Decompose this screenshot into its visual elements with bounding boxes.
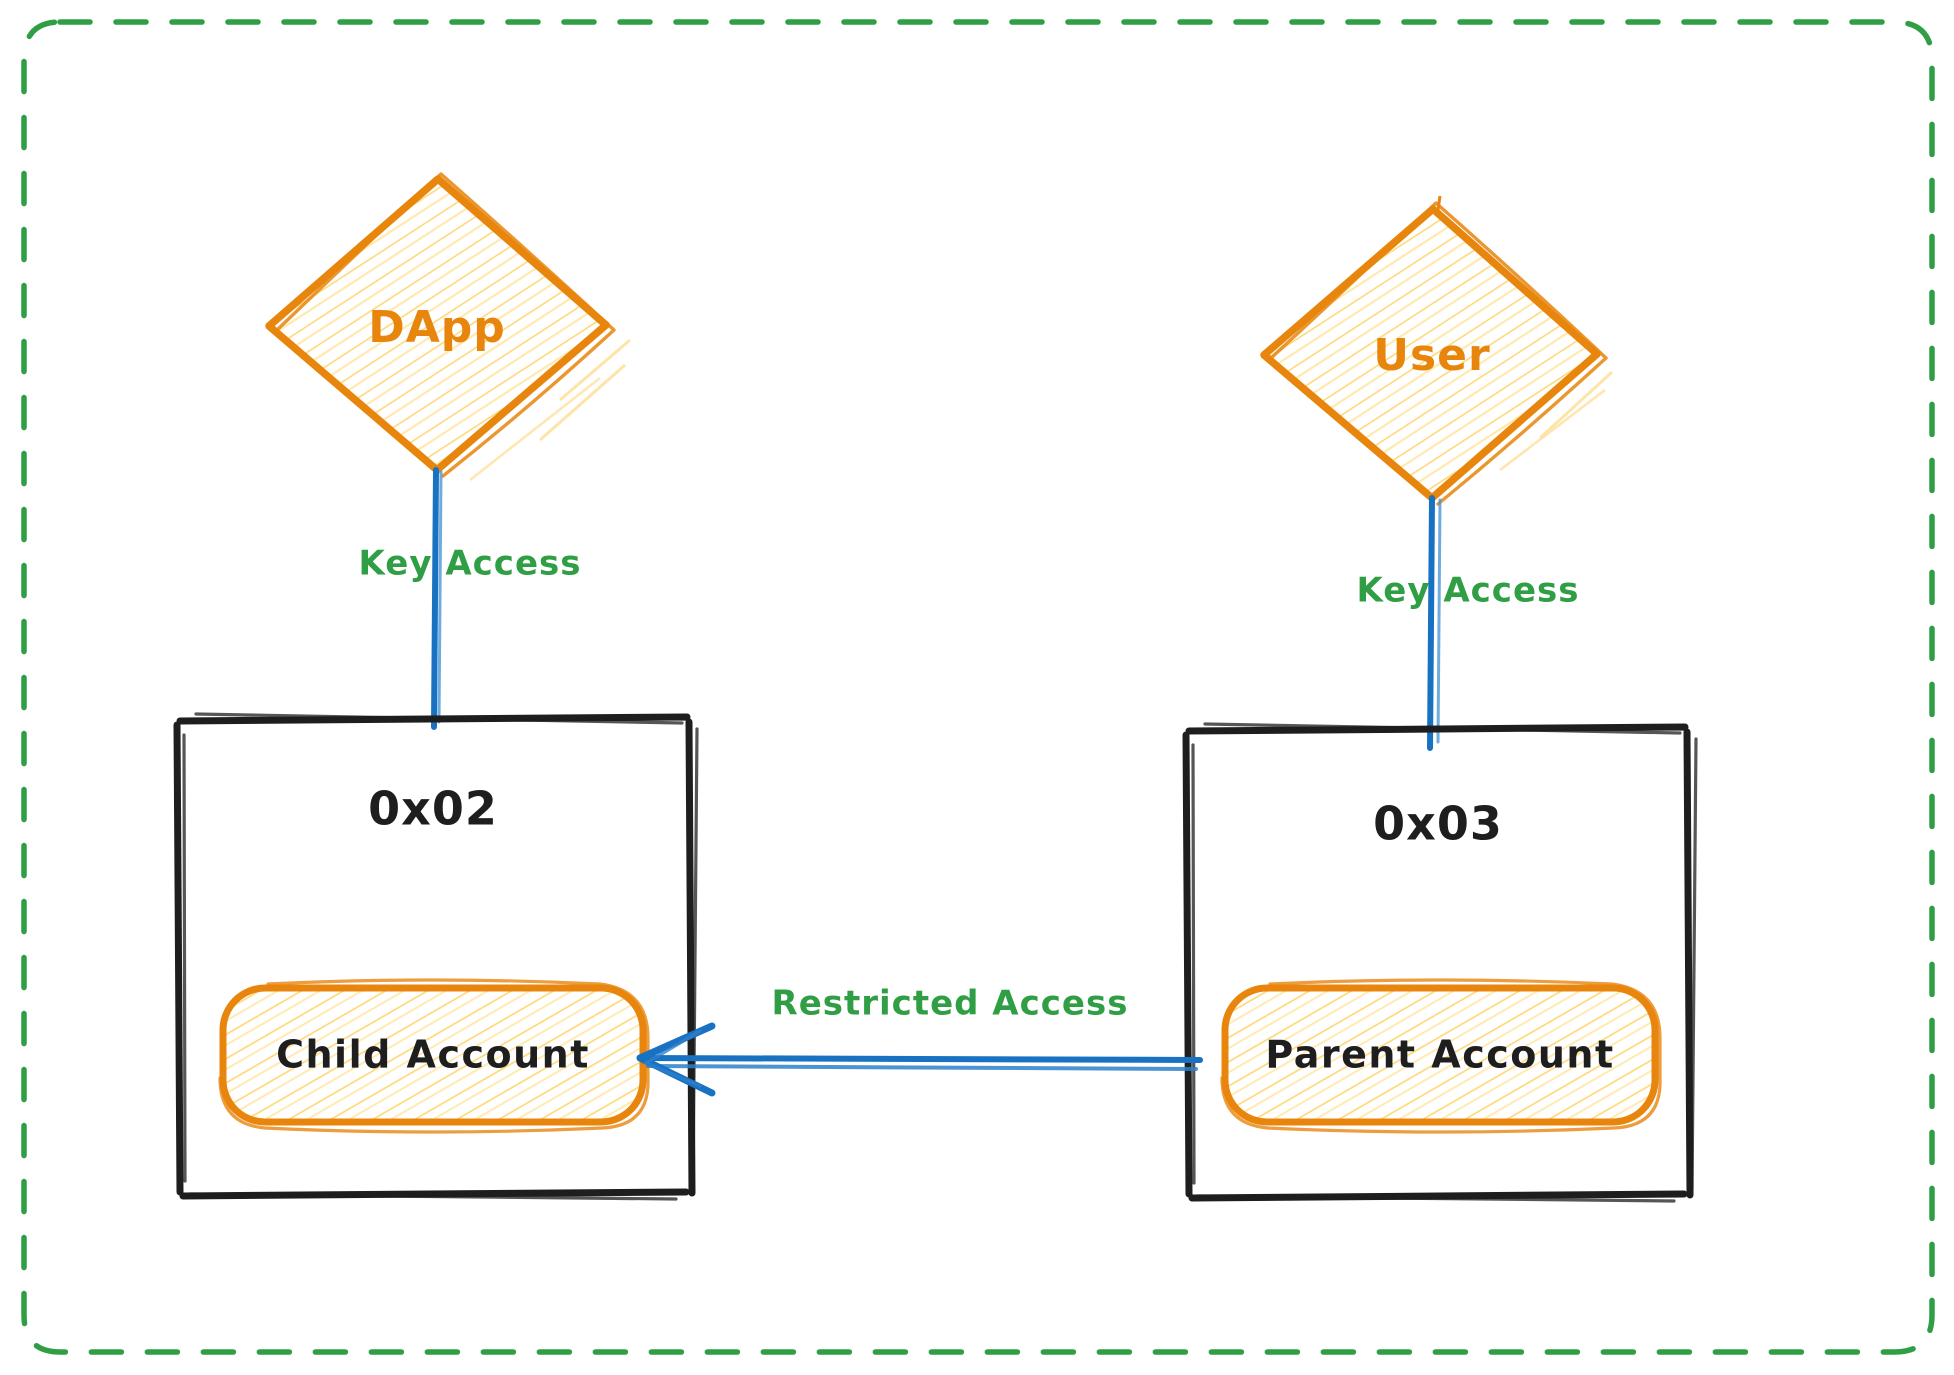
edge-user-line-a <box>1427 495 1435 751</box>
account-box-0x02[interactable]: 0x02 Child Account <box>173 712 699 1201</box>
edge-dapp-line-b <box>437 470 443 724</box>
user-diamond-outline-b <box>1268 201 1608 506</box>
dapp-diamond[interactable]: DApp <box>265 172 631 482</box>
edge-restricted-line-a <box>637 1055 1203 1063</box>
edge-restricted-line-b <box>646 1064 1198 1071</box>
dapp-diamond-outline-b <box>274 172 616 478</box>
account-box-0x03[interactable]: 0x03 Parent Account <box>1182 722 1698 1203</box>
user-diamond[interactable]: User <box>1260 195 1614 506</box>
edge-user-label: Key Access <box>1357 571 1580 611</box>
edge-dapp-label: Key Access <box>359 544 582 584</box>
edge-restricted-access[interactable]: Restricted Access <box>636 984 1203 1097</box>
account-box-0x02-label: 0x02 <box>368 782 498 836</box>
account-box-0x03-label: 0x03 <box>1373 797 1503 851</box>
edge-restricted-label: Restricted Access <box>772 984 1129 1024</box>
parent-account-label: Parent Account <box>1265 1033 1614 1077</box>
account-box-0x03-outline-b <box>1191 722 1698 1203</box>
account-box-0x02-outline-b <box>182 712 699 1201</box>
parent-account-chip-outline-a <box>1221 984 1659 1126</box>
dapp-label: DApp <box>368 302 506 353</box>
parent-account-chip[interactable]: Parent Account <box>1220 978 1662 1134</box>
child-account-chip-fill <box>223 988 643 1122</box>
edge-dapp-line-a <box>431 467 439 730</box>
child-account-chip[interactable]: Child Account <box>218 978 650 1134</box>
edge-user-key-access[interactable]: Key Access <box>1357 495 1580 751</box>
edge-user-line-b <box>1436 498 1442 744</box>
user-label: User <box>1373 330 1490 381</box>
child-account-chip-outline-b <box>218 978 650 1134</box>
parent-account-chip-outline-b <box>1220 978 1662 1134</box>
parent-account-chip-fill <box>1225 988 1655 1122</box>
child-account-label: Child Account <box>276 1033 590 1077</box>
outer-frame <box>21 19 1935 1355</box>
edge-dapp-key-access[interactable]: Key Access <box>359 467 582 730</box>
